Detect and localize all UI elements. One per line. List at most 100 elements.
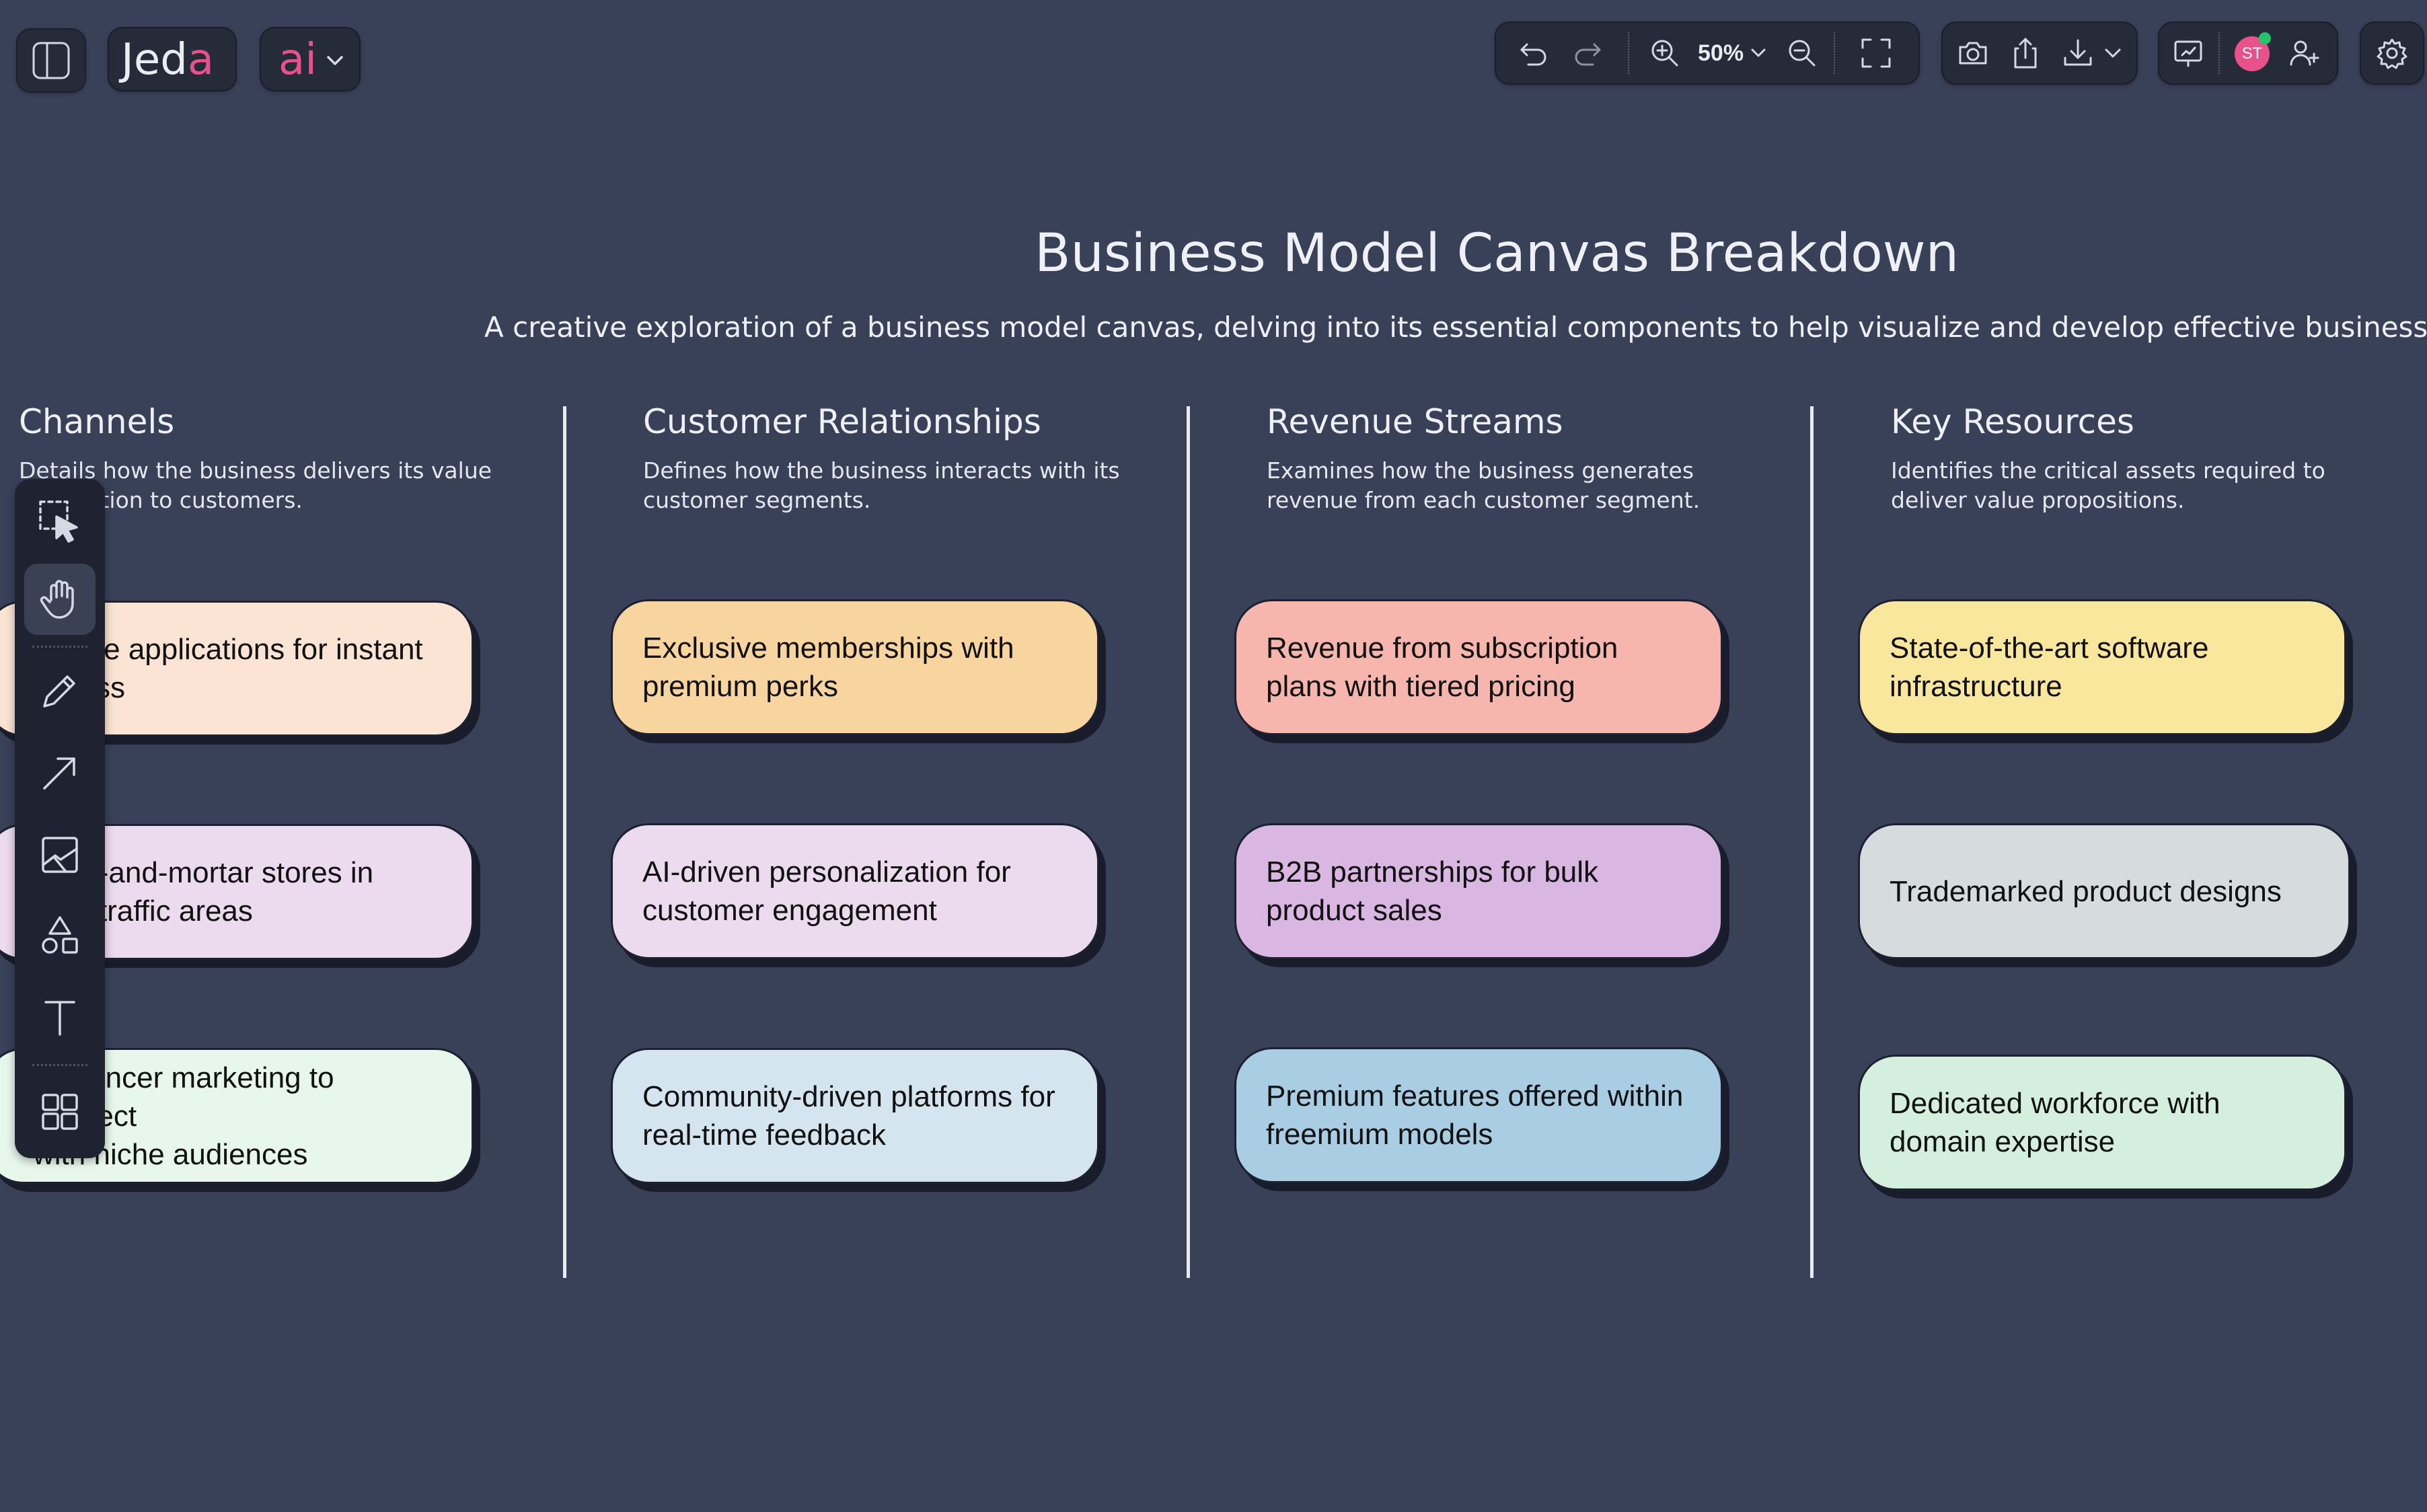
card-text-line: Community-driven platforms for — [642, 1080, 1055, 1113]
chevron-down-icon[interactable] — [2103, 44, 2123, 63]
pencil-tool-button[interactable] — [24, 655, 96, 726]
card-text-line: B2B partnerships for bulk — [1266, 856, 1599, 889]
logo-accent: a — [187, 35, 215, 85]
description-line: Identifies the critical assets required … — [1891, 457, 2325, 484]
export-toolbar — [1941, 22, 2138, 85]
chevron-down-icon — [1751, 48, 1766, 57]
fullscreen-icon — [1861, 38, 1891, 68]
card-text-line: product sales — [1266, 894, 1442, 927]
templates-icon — [42, 1094, 78, 1130]
column-divider — [1810, 406, 1814, 1278]
gear-icon — [2377, 38, 2407, 69]
column-description-customer-relationships[interactable]: Defines how the business interacts with … — [643, 456, 1154, 515]
invite-user-button[interactable] — [2280, 30, 2327, 77]
card-text-line: customer engagement — [642, 894, 937, 927]
present-button[interactable] — [2165, 30, 2212, 77]
canvas-title[interactable]: Business Model Canvas Breakdown — [1034, 223, 1959, 284]
sticky-note-card[interactable]: Revenue from subscription plans with tie… — [1234, 599, 1723, 735]
zoom-out-icon — [1789, 40, 1816, 67]
description-line: customer segments. — [643, 487, 871, 513]
select-icon — [39, 500, 78, 543]
avatar-initials: ST — [2241, 44, 2263, 63]
sticky-note-card[interactable]: Premium features offered within freemium… — [1234, 1047, 1723, 1183]
card-text-line: infrastructure — [1890, 670, 2062, 703]
column-description-revenue-streams[interactable]: Examines how the business generates reve… — [1267, 456, 1778, 515]
zoom-level-dropdown[interactable]: 50% — [1695, 38, 1769, 69]
select-tool-button[interactable] — [24, 486, 96, 557]
sidebar-panel-icon — [32, 42, 70, 79]
sticky-note-card[interactable]: State-of-the-art software infrastructure — [1858, 599, 2346, 735]
download-icon — [2064, 39, 2092, 66]
presentation-icon — [2174, 40, 2202, 67]
card-text-line: AI-driven personalization for — [642, 856, 1011, 889]
jeda-logo: Jeda — [121, 35, 214, 85]
image-icon — [42, 837, 78, 873]
settings-button[interactable] — [2360, 22, 2424, 85]
collaboration-toolbar: ST — [2158, 22, 2338, 85]
card-text-line: plans with tiered pricing — [1266, 670, 1575, 703]
sidebar-toggle-button[interactable] — [16, 28, 86, 93]
arrow-icon — [43, 757, 75, 790]
text-tool-button[interactable] — [24, 982, 96, 1053]
sticky-note-card[interactable]: Trademarked product designs — [1858, 823, 2350, 959]
shapes-tool-button[interactable] — [24, 900, 96, 971]
sticky-note-card[interactable]: Community-driven platforms for real-time… — [611, 1048, 1099, 1184]
canvas-subtitle[interactable]: A creative exploration of a business mod… — [484, 311, 2427, 344]
chevron-down-icon — [327, 56, 343, 65]
templates-tool-button[interactable] — [24, 1076, 96, 1147]
zoom-level: 50% — [1698, 40, 1744, 66]
undo-icon — [1520, 43, 1546, 66]
description-line: Examines how the business generates — [1267, 457, 1694, 484]
sticky-note-card[interactable]: B2B partnerships for bulk product sales — [1234, 823, 1723, 959]
text-icon — [44, 1001, 75, 1036]
camera-icon — [1959, 42, 1987, 65]
zoom-toolbar: 50% — [1495, 22, 1920, 85]
card-text-line: real-time feedback — [642, 1119, 886, 1151]
card-text-line: premium perks — [642, 670, 838, 703]
add-user-icon — [2290, 40, 2319, 66]
zoom-out-button[interactable] — [1779, 30, 1826, 77]
description-line: revenue from each customer segment. — [1267, 487, 1701, 513]
card-text-line: Revenue from subscription — [1266, 632, 1618, 665]
description-line: deliver value propositions. — [1891, 487, 2185, 513]
column-heading-channels[interactable]: Channels — [19, 402, 175, 441]
redo-button[interactable] — [1563, 30, 1610, 77]
redo-icon — [1575, 43, 1601, 66]
undo-button[interactable] — [1511, 30, 1558, 77]
share-icon — [2014, 38, 2037, 69]
download-button[interactable] — [2054, 30, 2101, 77]
card-text-line: State-of-the-art software — [1890, 632, 2209, 665]
logo-text: Jed — [121, 35, 188, 85]
column-heading-key-resources[interactable]: Key Resources — [1891, 402, 2134, 441]
image-tool-button[interactable] — [24, 819, 96, 891]
column-heading-customer-relationships[interactable]: Customer Relationships — [643, 402, 1041, 441]
share-button[interactable] — [2002, 30, 2049, 77]
arrow-tool-button[interactable] — [24, 737, 96, 808]
sticky-note-card[interactable]: Dedicated workforce with domain expertis… — [1858, 1055, 2346, 1190]
card-text-line: Exclusive memberships with — [642, 632, 1014, 665]
online-status-dot — [2259, 32, 2271, 44]
hand-icon — [40, 580, 74, 619]
zoom-in-icon — [1651, 40, 1678, 67]
ai-label: ai — [278, 35, 317, 85]
card-text-line: Dedicated workforce with — [1890, 1087, 2220, 1120]
column-divider — [1187, 406, 1190, 1278]
screenshot-button[interactable] — [1949, 30, 1996, 77]
column-divider — [563, 406, 566, 1278]
description-line: Defines how the business interacts with … — [643, 457, 1120, 484]
pencil-icon — [43, 675, 75, 708]
sticky-note-card[interactable]: Exclusive memberships with premium perks — [611, 599, 1099, 735]
tool-sidebar — [15, 479, 105, 1158]
column-description-key-resources[interactable]: Identifies the critical assets required … — [1891, 456, 2402, 515]
card-text-line: domain expertise — [1890, 1125, 2116, 1158]
ai-menu-button[interactable]: ai — [260, 27, 361, 91]
zoom-in-button[interactable] — [1641, 30, 1688, 77]
column-heading-revenue-streams[interactable]: Revenue Streams — [1267, 402, 1563, 441]
description-line: Details how the business delivers its va… — [19, 457, 492, 484]
hand-tool-button[interactable] — [24, 564, 96, 635]
card-text-line: Trademarked product designs — [1890, 874, 2282, 908]
sticky-note-card[interactable]: AI-driven personalization for customer e… — [611, 823, 1099, 959]
fit-to-screen-button[interactable] — [1853, 30, 1900, 77]
jeda-logo-button[interactable]: Jeda — [108, 27, 237, 91]
card-text-line: Premium features offered within — [1266, 1080, 1684, 1112]
